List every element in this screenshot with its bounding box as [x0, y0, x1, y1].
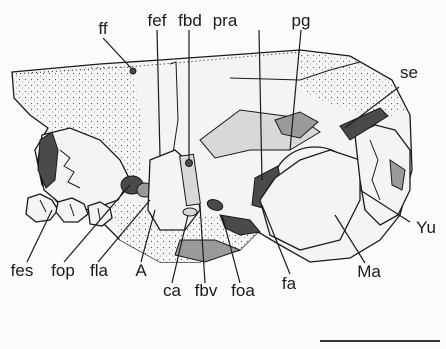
label-ma: Ma: [357, 262, 381, 281]
foramen-dot: [186, 160, 193, 167]
label-pra: pra: [213, 11, 238, 30]
label-fla: fla: [90, 261, 109, 280]
cranium: [12, 50, 412, 262]
frontal-foramen-dot: [130, 68, 136, 74]
label-ca: ca: [163, 281, 182, 300]
label-fbv: fbv: [195, 281, 218, 300]
label-a: A: [135, 261, 147, 280]
label-foa: foa: [231, 281, 255, 300]
label-fa: fa: [282, 274, 297, 293]
label-fef: fef: [148, 11, 167, 30]
label-fbd: fbd: [178, 11, 202, 30]
label-yu: Yu: [416, 218, 436, 237]
label-pg: pg: [292, 11, 311, 30]
label-se: se: [400, 63, 418, 82]
label-fes: fes: [11, 261, 34, 280]
label-fop: fop: [51, 261, 75, 280]
label-ff: ff: [98, 19, 107, 38]
